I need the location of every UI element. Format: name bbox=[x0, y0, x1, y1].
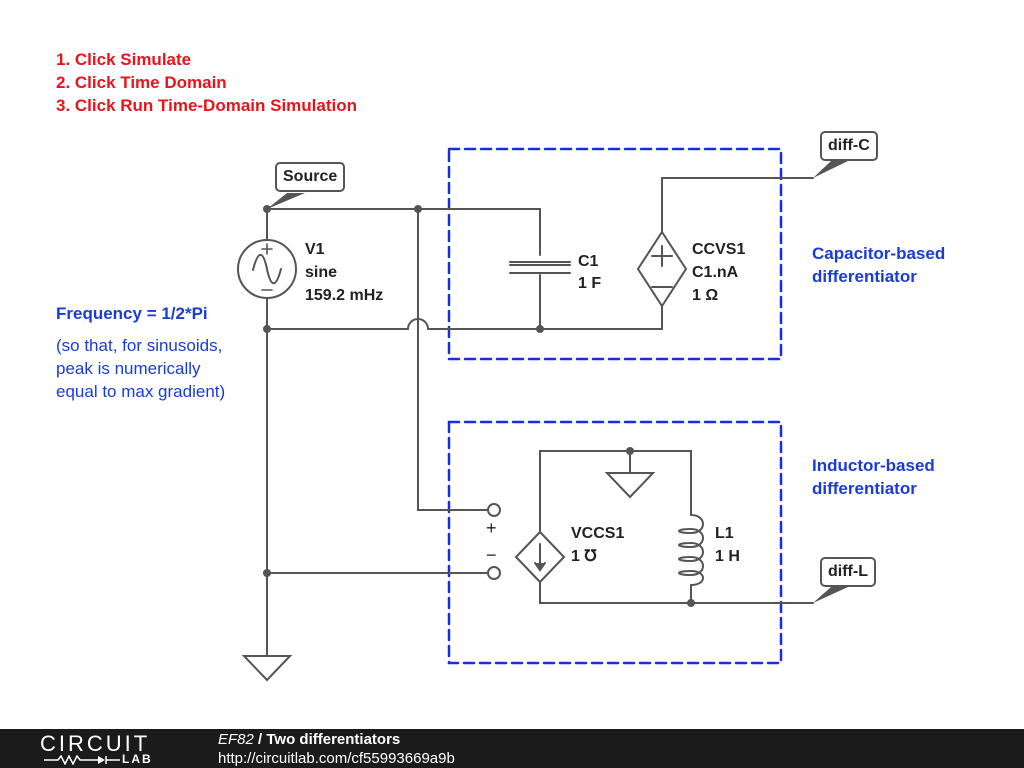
inductor-block-box bbox=[447, 420, 783, 665]
frequency-note-line-3: equal to max gradient) bbox=[56, 382, 226, 401]
footer-bar: CIRCUIT LAB EF82 / Two differentiators h… bbox=[0, 729, 1024, 768]
capacitor-block-box bbox=[447, 147, 783, 361]
inductor-block-label-1: Inductor-based bbox=[812, 456, 935, 475]
source-tag-pointer bbox=[267, 193, 305, 209]
v1-label-frequency: 159.2 mHz bbox=[305, 287, 384, 304]
circuit-url-link[interactable]: http://circuitlab.com/cf55993669a9b bbox=[218, 750, 455, 767]
ground-symbol-inductor bbox=[604, 472, 656, 499]
circuit-title: EF82 / Two differentiators bbox=[218, 731, 400, 748]
ccvs1-label-control: C1.nA bbox=[692, 264, 739, 281]
title-separator: / bbox=[253, 731, 267, 748]
diff-c-tag-pointer bbox=[813, 161, 848, 178]
instruction-step-2: 2. Click Time Domain bbox=[56, 73, 227, 92]
c1-label-name: C1 bbox=[578, 253, 599, 270]
source-net-tag[interactable]: Source bbox=[275, 162, 346, 192]
diff-l-tag-pointer bbox=[813, 587, 848, 603]
inductor-block-label-2: differentiator bbox=[812, 479, 917, 498]
circuit-name: Two differentiators bbox=[266, 731, 401, 748]
schematic-diagram bbox=[237, 147, 848, 682]
circuit-code: EF82 bbox=[218, 731, 254, 748]
ground-symbol-source bbox=[241, 655, 293, 682]
diff-c-net-tag[interactable]: diff-C bbox=[820, 131, 878, 161]
port-minus-sign: − bbox=[486, 545, 497, 565]
vccs1-label-gain: 1 ℧ bbox=[571, 548, 597, 565]
frequency-note-line-1: (so that, for sinusoids, bbox=[56, 336, 223, 355]
vccs-input-plus-port bbox=[487, 503, 501, 517]
ccvs1-label-gain: 1 Ω bbox=[692, 287, 719, 304]
l1-label-value: 1 H bbox=[715, 548, 740, 565]
v1-label-name: V1 bbox=[305, 241, 325, 258]
diff-l-net-tag[interactable]: diff-L bbox=[820, 557, 876, 587]
c1-label-value: 1 F bbox=[578, 275, 602, 292]
port-plus-sign: + bbox=[486, 518, 497, 538]
frequency-note-title: Frequency = 1/2*Pi bbox=[56, 304, 208, 323]
ccvs1-symbol bbox=[636, 230, 688, 308]
v1-label-type: sine bbox=[305, 264, 338, 281]
wire-network bbox=[266, 177, 814, 657]
capacitor-block-label-1: Capacitor-based bbox=[812, 244, 946, 263]
voltage-source-v1-symbol bbox=[237, 239, 297, 299]
frequency-note-line-2: peak is numerically bbox=[56, 359, 201, 378]
inductor-l1-symbol bbox=[678, 514, 704, 586]
circuitlab-logo-text[interactable]: CIRCUIT bbox=[40, 731, 151, 756]
instruction-step-3: 3. Click Run Time-Domain Simulation bbox=[56, 96, 358, 115]
junction-dots bbox=[263, 205, 695, 607]
circuitlab-logo-subtext: LAB bbox=[122, 752, 153, 766]
vccs1-label-name: VCCS1 bbox=[571, 525, 625, 542]
resistor-diode-logo-icon bbox=[44, 755, 120, 765]
capacitor-c1-symbol bbox=[509, 261, 571, 274]
vccs1-symbol bbox=[514, 530, 566, 584]
instruction-step-1: 1. Click Simulate bbox=[56, 50, 192, 69]
ccvs1-label-name: CCVS1 bbox=[692, 241, 746, 258]
l1-label-name: L1 bbox=[715, 525, 734, 542]
vccs-input-minus-port bbox=[487, 566, 501, 580]
capacitor-block-label-2: differentiator bbox=[812, 267, 917, 286]
